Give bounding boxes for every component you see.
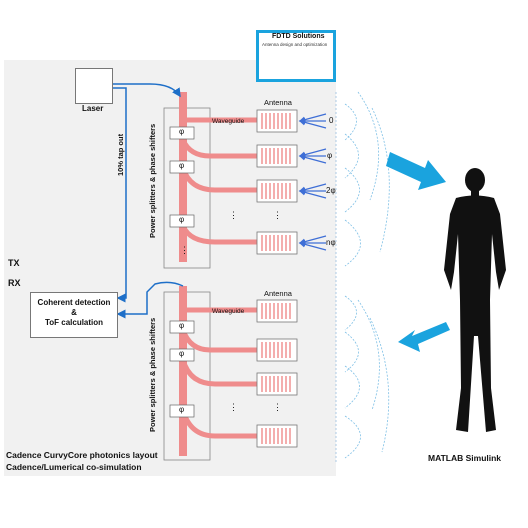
tx-label: TX [8, 258, 20, 268]
phase-label-0: 0 [329, 116, 334, 125]
laser-to-tx-arrow [111, 83, 181, 98]
rx-antenna-dots: ⋮ [273, 402, 282, 412]
rx-waveguide-label: Waveguide [212, 308, 245, 315]
rx-waveguide-trunk [179, 286, 187, 456]
matlab-label: MATLAB Simulink [428, 453, 502, 463]
tx-phase-symbol-1: φ [179, 127, 185, 136]
tx-phase-symbol-2: φ [179, 161, 185, 170]
rx-phase-symbol-1: φ [179, 321, 185, 330]
rx-antennas [256, 299, 298, 448]
rx-antenna-label: Antenna [264, 289, 292, 298]
laser-label: Laser [82, 104, 104, 113]
fdtd-solutions-box [256, 30, 336, 82]
tx-phase-symbol-3: φ [179, 215, 185, 224]
phase-label-n: nφ [326, 238, 336, 247]
reflected-beam-arrow [398, 322, 450, 352]
outgoing-beam-arrow [386, 152, 446, 190]
rx-phase-symbol-2: φ [179, 349, 185, 358]
tx-antenna-dots: ⋮ [273, 210, 282, 220]
footer-line-1: Cadence CurvyCore photonics layout [6, 450, 158, 460]
phase-label-1: φ [327, 151, 333, 160]
fdtd-title: FDTD Solutions [272, 33, 325, 40]
rx-splitters-label: Power splitters & phase shifters [148, 317, 157, 432]
rx-wavefronts [344, 295, 390, 459]
target-person [444, 168, 506, 432]
tx-trunk-dots: ⋮ [180, 245, 189, 255]
tx-waveguide-trunk [179, 92, 187, 262]
detection-line-1: Coherent detection [37, 298, 111, 307]
detection-line-2: & [71, 308, 77, 317]
rx-to-detection-arrow [116, 281, 184, 319]
tx-splitters-label: Power splitters & phase shifters [148, 123, 157, 238]
detection-line-3: ToF calculation [44, 318, 104, 327]
tx-antennas [256, 109, 298, 255]
rx-branch-dots: ⋮ [229, 402, 238, 412]
fdtd-subtitle: Antenna design and optimization [262, 42, 328, 47]
tx-waveguide-label: Waveguide [212, 118, 245, 125]
tx-wavefronts [344, 91, 390, 267]
phase-label-2: 2φ [326, 186, 336, 195]
tap-out-arrow [111, 87, 127, 303]
tx-branch-dots: ⋮ [229, 210, 238, 220]
rx-label: RX [8, 278, 21, 288]
tx-phase-shifters [169, 126, 195, 228]
rx-phase-shifters [169, 320, 195, 418]
tap-out-label: 10% tap out [116, 133, 125, 176]
footer-line-2: Cadence/Lumerical co-simulation [6, 462, 142, 472]
rx-phase-symbol-3: φ [179, 405, 185, 414]
coherent-detection-box: Coherent detection & ToF calculation [30, 292, 118, 338]
tx-beam-arrows [298, 113, 327, 251]
laser-box [75, 68, 113, 104]
tx-antenna-label: Antenna [264, 98, 292, 107]
